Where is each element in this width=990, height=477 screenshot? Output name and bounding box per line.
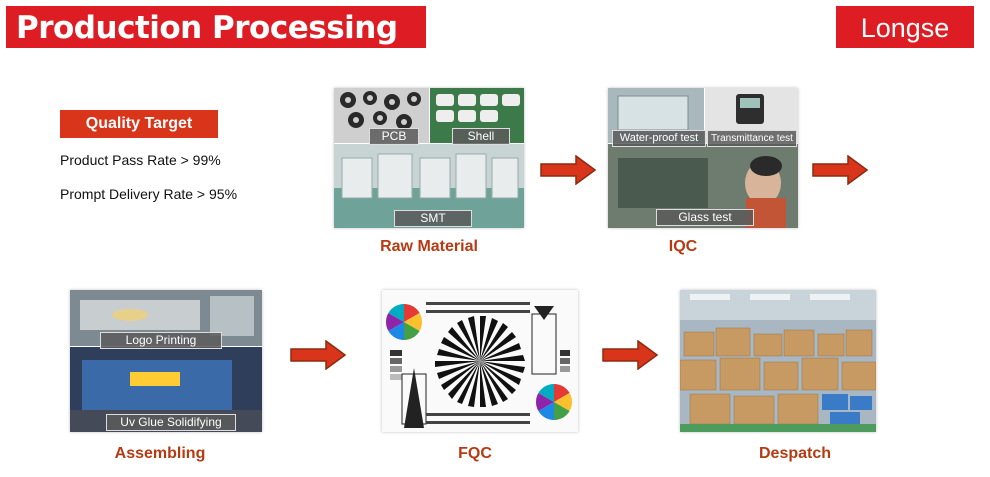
flow-arrow-2 — [812, 155, 868, 185]
title-bar: Production Processing — [6, 6, 426, 48]
page-title: Production Processing — [16, 10, 398, 46]
assembling-image — [70, 290, 262, 432]
transmittance-tag: Transmittance test — [707, 130, 797, 147]
star-target — [435, 316, 525, 407]
raw-material-photo: PCB Shell SMT — [334, 88, 524, 228]
flow-arrow-4 — [602, 340, 658, 370]
brand-logo: Longse — [836, 6, 974, 48]
brand-logo-text: Longse — [860, 13, 950, 43]
delivery-rate-text: Prompt Delivery Rate > 95% — [60, 186, 238, 202]
smt-tag: SMT — [394, 210, 472, 227]
despatch-photo — [680, 290, 876, 432]
logo-printing-tag: Logo Printing — [100, 332, 222, 349]
step-label-iqc: IQC — [668, 238, 698, 255]
pass-rate-text: Product Pass Rate > 99% — [60, 152, 221, 168]
step-label-assembling: Assembling — [114, 445, 206, 462]
iqc-photo: Water-proof test Transmittance test Glas… — [608, 88, 798, 228]
flow-arrow-1 — [540, 155, 596, 185]
pcb-tag: PCB — [369, 128, 419, 145]
raw-material-image — [334, 88, 524, 228]
flow-arrow-3 — [290, 340, 346, 370]
quality-target-badge: Quality Target — [60, 110, 218, 138]
step-label-raw-material: Raw Material — [380, 238, 478, 255]
waterproof-tag: Water-proof test — [612, 130, 706, 147]
glass-test-tag: Glass test — [656, 209, 754, 226]
fqc-photo — [382, 290, 578, 432]
iqc-image — [608, 88, 798, 228]
step-label-despatch: Despatch — [758, 445, 832, 462]
shell-tag: Shell — [452, 128, 510, 145]
uv-glue-tag: Uv Glue Solidifying — [106, 414, 236, 431]
quality-target-label: Quality Target — [85, 115, 193, 132]
despatch-image — [680, 290, 876, 432]
fqc-test-chart — [382, 290, 578, 432]
color-wheel-top — [385, 304, 423, 340]
assembling-photo: Logo Printing Uv Glue Solidifying — [70, 290, 262, 432]
step-label-fqc: FQC — [458, 445, 492, 462]
color-wheel-bottom — [535, 384, 573, 420]
